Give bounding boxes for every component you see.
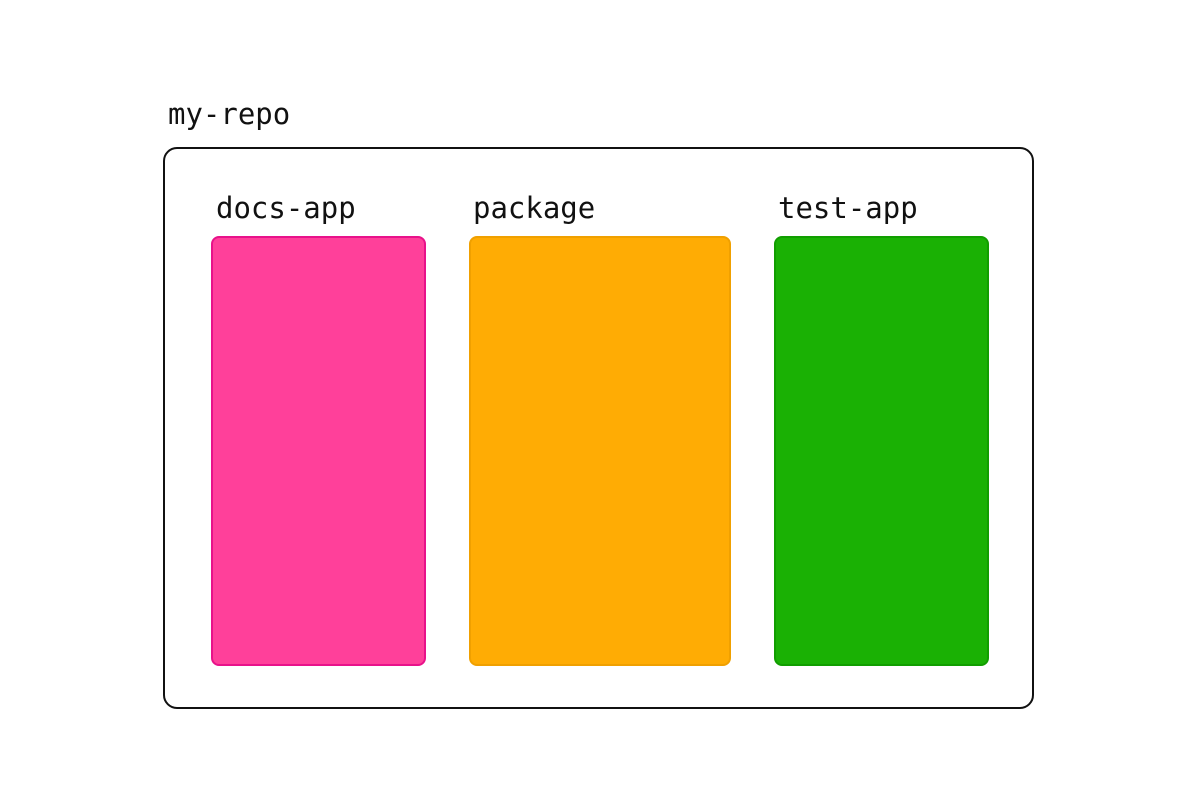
test-app-box [774, 236, 989, 666]
package-label: package [473, 191, 596, 225]
test-app-label: test-app [778, 191, 918, 225]
docs-app-box [211, 236, 426, 666]
repo-label: my-repo [168, 97, 291, 131]
package-box [469, 236, 731, 666]
docs-app-label: docs-app [216, 191, 356, 225]
